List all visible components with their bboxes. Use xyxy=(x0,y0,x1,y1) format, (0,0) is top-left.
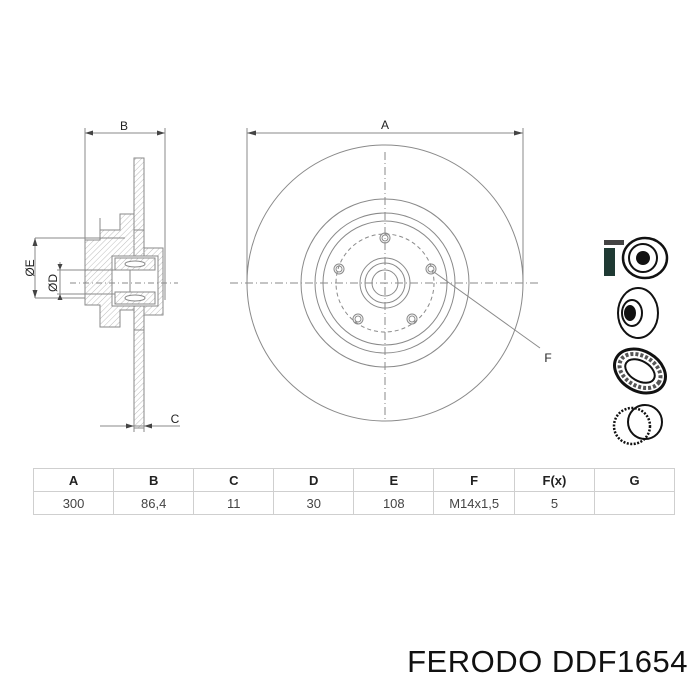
value-fx: 5 xyxy=(513,491,596,515)
header-f: F xyxy=(433,468,515,492)
value-a: 300 xyxy=(32,491,115,515)
value-g xyxy=(594,491,675,515)
value-e: 108 xyxy=(353,491,435,515)
header-fx: F(x) xyxy=(513,468,596,492)
value-f: M14x1,5 xyxy=(433,491,515,515)
value-b: 86,4 xyxy=(113,491,195,515)
technical-drawing: B C ØE ØD A F xyxy=(23,118,669,446)
side-section-view xyxy=(32,128,180,432)
dimension-a-label: A xyxy=(381,118,389,132)
spec-table-header-row: A B C D E F F(x) G xyxy=(32,468,675,492)
header-b: B xyxy=(113,468,195,492)
value-d: 30 xyxy=(273,491,355,515)
dimension-d-label: ØD xyxy=(46,274,60,292)
spec-table: A B C D E F F(x) G 300 86,4 11 30 108 M1… xyxy=(32,468,675,515)
spec-table-value-row: 300 86,4 11 30 108 M14x1,5 5 xyxy=(32,491,675,515)
brake-disc-icon xyxy=(617,287,659,339)
header-g: G xyxy=(594,468,675,492)
disc-with-sensor-icon xyxy=(604,236,669,280)
dimension-f-label: F xyxy=(544,351,551,365)
front-disc-view xyxy=(230,128,541,422)
abs-ring-icon xyxy=(612,404,663,446)
dimension-e-label: ØE xyxy=(23,259,37,276)
ball-bearing-icon xyxy=(613,347,667,395)
product-title: FERODO DDF1654 xyxy=(407,644,688,679)
value-c: 11 xyxy=(193,491,275,515)
header-c: C xyxy=(193,468,275,492)
dimension-c-label: C xyxy=(171,412,180,426)
header-d: D xyxy=(273,468,355,492)
header-a: A xyxy=(32,468,115,492)
header-e: E xyxy=(353,468,435,492)
dimension-b-label: B xyxy=(120,119,128,133)
